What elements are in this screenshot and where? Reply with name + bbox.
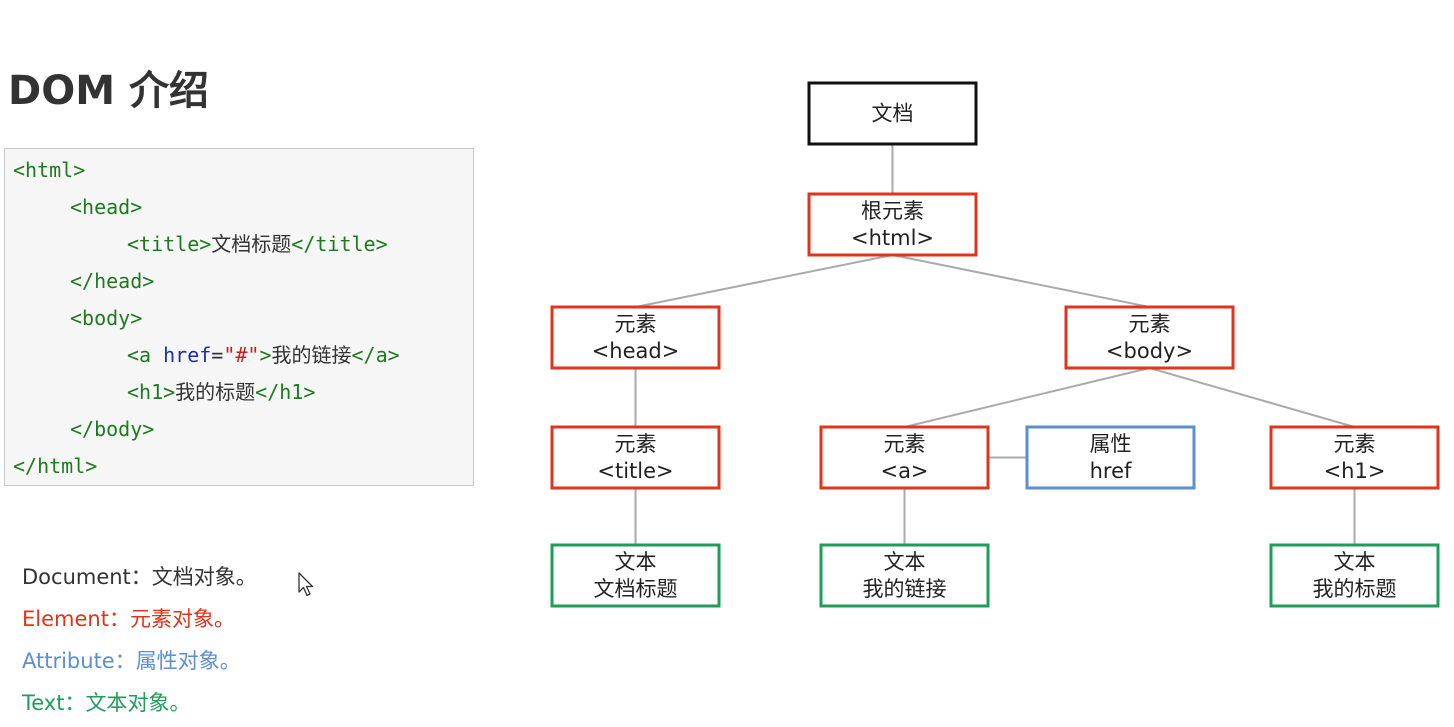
- code-line: <title>文档标题</title>: [13, 226, 473, 263]
- code-line: <a href="#">我的链接</a>: [13, 337, 473, 374]
- node-label: 我的标题: [1313, 577, 1397, 601]
- node-h1: 元素 <h1>: [1269, 425, 1440, 490]
- node-html: 根元素 <html>: [807, 192, 978, 257]
- code-token-txt: 文档标题: [211, 232, 292, 256]
- code-token-tag: </a>: [351, 343, 400, 367]
- code-token-attr: href: [163, 343, 212, 367]
- node-label: 我的链接: [863, 577, 947, 601]
- node-box-text: [550, 543, 721, 608]
- legend-attribute: Attribute：属性对象。: [22, 649, 241, 673]
- node-box-element: [1269, 425, 1440, 490]
- legend: Document：文档对象。 Element：元素对象。 Attribute：属…: [22, 556, 257, 724]
- node-document: 文档: [807, 81, 978, 146]
- node-label: 元素: [1129, 312, 1171, 336]
- node-box-text: [1269, 543, 1440, 608]
- code-token-tag: </body>: [70, 417, 155, 441]
- node-label: 文档: [872, 102, 914, 126]
- code-token-tag: </title>: [291, 232, 388, 256]
- page-title: DOM 介绍: [8, 68, 209, 114]
- node-a: 元素 <a>: [819, 425, 990, 490]
- code-token-tag: <html>: [13, 158, 86, 182]
- node-box-element: [550, 425, 721, 490]
- node-box-attribute: [1025, 425, 1196, 490]
- edge-html-body: [892, 254, 1150, 308]
- mouse-cursor-icon: [298, 572, 314, 597]
- node-href: 属性 href: [1025, 425, 1196, 490]
- node-label: 元素: [615, 312, 657, 336]
- code-line: <html>: [13, 152, 473, 189]
- node-label: <body>: [1106, 339, 1193, 363]
- node-label: 文本: [615, 550, 657, 574]
- legend-text: Text：文本对象。: [22, 691, 191, 715]
- node-label: 文本: [1334, 550, 1376, 574]
- node-body: 元素 <body>: [1064, 305, 1235, 370]
- node-label: 根元素: [861, 199, 924, 223]
- node-title: 元素 <title>: [550, 425, 721, 490]
- code-token-eq: =: [211, 343, 224, 367]
- node-label: <html>: [851, 226, 934, 250]
- node-label: 文本: [884, 550, 926, 574]
- code-line: </body>: [13, 411, 473, 448]
- node-label: 元素: [615, 432, 657, 456]
- code-token-tag: <title>: [127, 232, 212, 256]
- code-token-tag: <h1>: [127, 380, 176, 404]
- code-line: <head>: [13, 189, 473, 226]
- code-token-tag: </head>: [70, 269, 155, 293]
- tree-edges: [634, 144, 1356, 545]
- code-token-val: "#": [223, 343, 260, 367]
- edge-body-a: [904, 367, 1150, 428]
- edge-body-h1: [1149, 367, 1355, 428]
- code-token-tag: >: [259, 343, 272, 367]
- node-box-element: [550, 305, 721, 370]
- node-label: <h1>: [1324, 459, 1386, 483]
- edge-html-head: [635, 254, 893, 308]
- node-label: href: [1090, 459, 1132, 483]
- node-box-document: [807, 81, 978, 146]
- node-box-element: [819, 425, 990, 490]
- code-token-tag: </html>: [13, 454, 98, 478]
- html-code-block: <html> <head> <title>文档标题</title> </head> <b…: [4, 148, 474, 486]
- code-token-tag: <a: [127, 343, 164, 367]
- code-line: </head>: [13, 263, 473, 300]
- node-box-element: [807, 192, 978, 257]
- legend-element: Element：元素对象。: [22, 607, 235, 631]
- code-line: <body>: [13, 300, 473, 337]
- node-box-text: [819, 543, 990, 608]
- node-label: <a>: [880, 459, 928, 483]
- node-label: <title>: [597, 459, 673, 483]
- node-box-element: [1064, 305, 1235, 370]
- node-label: <head>: [592, 339, 680, 363]
- code-token-tag: </h1>: [255, 380, 316, 404]
- node-label: 文档标题: [594, 577, 678, 601]
- code-token-txt: 我的标题: [175, 380, 256, 404]
- node-head: 元素 <head>: [550, 305, 721, 370]
- node-label: 属性: [1090, 432, 1132, 456]
- legend-document: Document：文档对象。: [22, 565, 257, 589]
- code-token-tag: <body>: [70, 306, 143, 330]
- code-line: </html>: [13, 448, 473, 485]
- node-label: 元素: [1334, 432, 1376, 456]
- code-token-tag: <head>: [70, 195, 143, 219]
- code-token-txt: 我的链接: [271, 343, 352, 367]
- code-line: <h1>我的标题</h1>: [13, 374, 473, 411]
- node-label: 元素: [884, 432, 926, 456]
